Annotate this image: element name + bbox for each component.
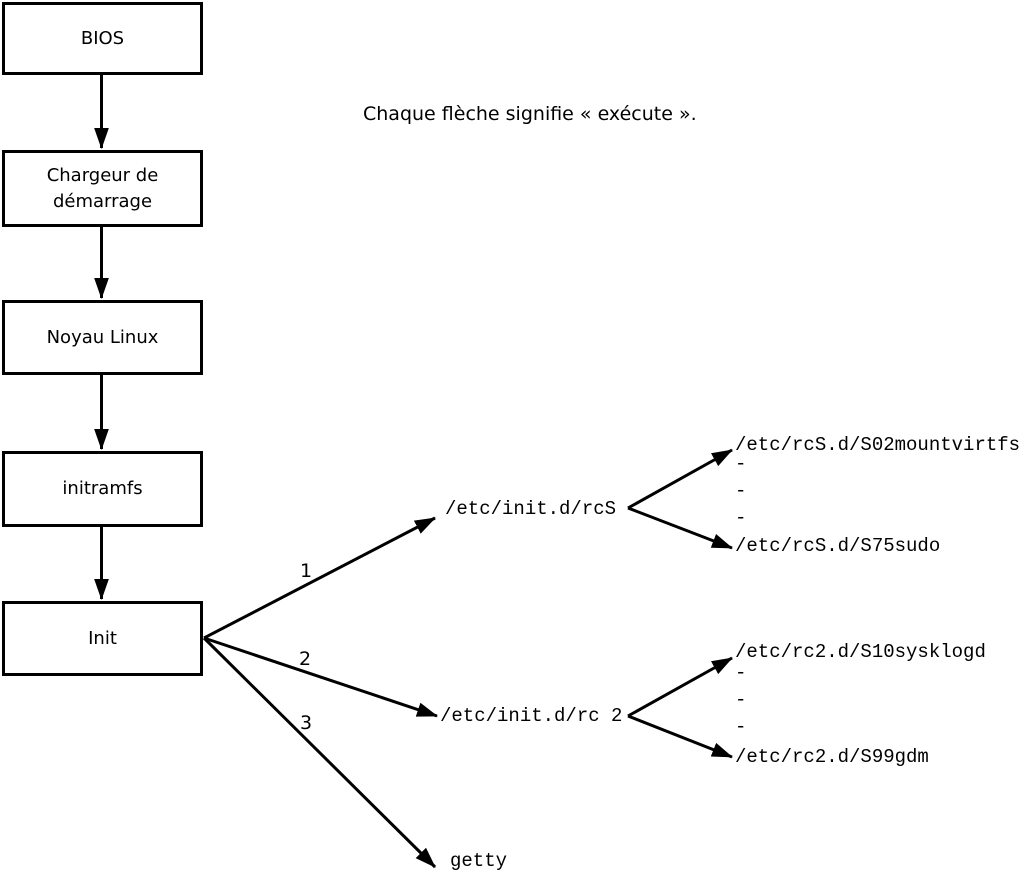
arrow-init-to-getty: [202, 636, 437, 869]
branch-order-2: 2: [298, 648, 312, 670]
node-getty: getty: [450, 850, 508, 872]
arrow-rc2-to-s10sysklogd: [627, 656, 733, 718]
arrow-rcs-to-s75sudo: [627, 506, 733, 550]
flow-box-init-label: Init: [88, 627, 117, 649]
branch-order-3: 3: [299, 712, 313, 734]
flow-box-initramfs: initramfs: [2, 451, 203, 527]
node-rc2-child-last: /etc/rc2.d/S99gdm: [735, 746, 929, 768]
ellipsis-dash: -: [735, 662, 747, 684]
arrow-rcs-to-s02mountvirtfs: [627, 448, 733, 510]
flow-box-bios-label: BIOS: [80, 27, 125, 49]
node-rc2-child-first: /etc/rc2.d/S10sysklogd: [735, 641, 986, 663]
ellipsis-dash: -: [735, 480, 747, 502]
flow-box-kernel-label: Noyau Linux: [46, 326, 159, 348]
ellipsis-dash: -: [735, 453, 747, 475]
arrow-init-to-rc2: [203, 636, 438, 718]
node-rc2-script: /etc/init.d/rc 2: [440, 705, 623, 727]
flow-box-kernel: Noyau Linux: [2, 300, 203, 375]
flow-box-init: Init: [2, 601, 203, 676]
ellipsis-dash: -: [735, 716, 747, 738]
arrow-rc2-to-s99gdm: [627, 714, 733, 759]
flow-box-bootloader: Chargeur de démarrage: [2, 150, 203, 227]
branch-order-1: 1: [299, 560, 313, 582]
node-rcs-child-first: /etc/rcS.d/S02mountvirtfs: [735, 434, 1021, 456]
ellipsis-dash: -: [735, 507, 747, 529]
flow-box-initramfs-label: initramfs: [62, 478, 143, 500]
arrow-init-to-rcs: [203, 516, 436, 640]
node-rcs-script: /etc/init.d/rcS: [445, 498, 617, 520]
ellipsis-dash: -: [735, 689, 747, 711]
flow-box-bootloader-label: Chargeur de démarrage: [46, 165, 159, 212]
flow-box-bios: BIOS: [2, 2, 203, 75]
legend-note: Chaque flèche signifie « exécute ».: [363, 103, 697, 125]
node-rcs-child-last: /etc/rcS.d/S75sudo: [735, 535, 941, 557]
